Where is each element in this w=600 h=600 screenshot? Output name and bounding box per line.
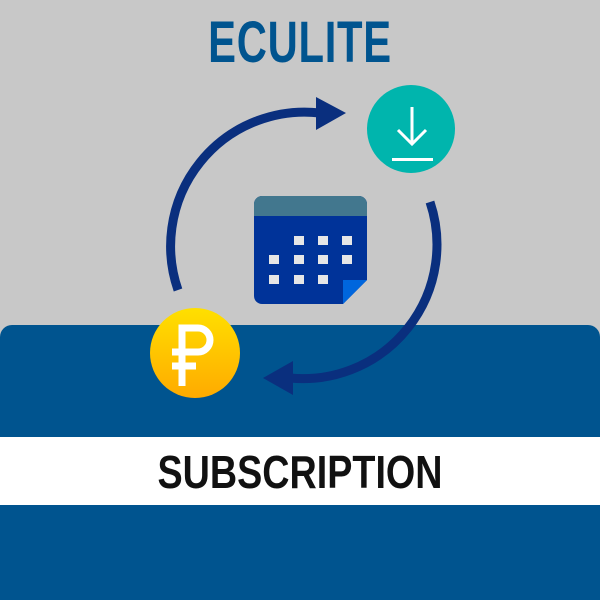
cycle-arrow-bottom-icon: [263, 200, 442, 395]
brand-title: ECULITE: [208, 10, 392, 75]
download-icon: [367, 85, 455, 173]
calendar-icon: [254, 196, 367, 304]
label-strip: [0, 437, 600, 505]
subscription-label: SUBSCRIPTION: [157, 446, 443, 498]
cycle-arrow-top-icon: [166, 97, 346, 292]
ruble-coin-icon: [150, 308, 240, 398]
